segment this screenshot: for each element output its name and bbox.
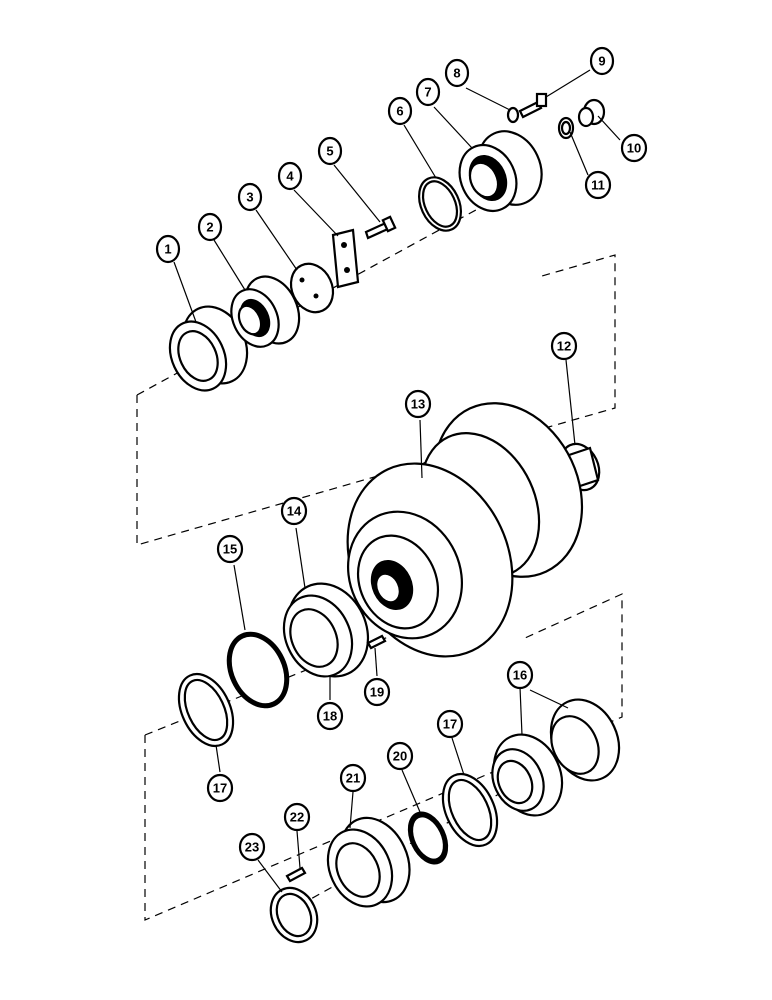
dowel-pin-lower xyxy=(285,866,307,883)
thrust-ring-right xyxy=(441,772,499,848)
svg-text:9: 9 xyxy=(598,54,605,69)
callout-4: 4 xyxy=(277,161,303,191)
callout-3: 3 xyxy=(237,182,263,212)
callout-6: 6 xyxy=(387,96,413,126)
callout-14: 14 xyxy=(280,496,308,526)
seal-group xyxy=(491,698,621,817)
callout-11: 11 xyxy=(584,170,612,200)
callout-21: 21 xyxy=(339,763,367,793)
end-collar xyxy=(458,130,543,212)
end-housing xyxy=(326,816,411,908)
thrust-washer xyxy=(269,886,319,944)
plug xyxy=(577,98,606,128)
callout-7: 7 xyxy=(415,77,441,107)
svg-text:23: 23 xyxy=(245,840,259,855)
callout-9: 9 xyxy=(589,46,615,76)
svg-text:3: 3 xyxy=(246,190,253,205)
callout-10: 10 xyxy=(620,133,648,163)
svg-text:7: 7 xyxy=(424,85,431,100)
svg-text:18: 18 xyxy=(323,709,337,724)
snap-ring xyxy=(226,631,290,709)
retaining-ring xyxy=(407,811,449,865)
assembly-boundary-lower xyxy=(144,593,623,921)
callout-8: 8 xyxy=(444,58,470,88)
svg-text:22: 22 xyxy=(290,810,304,825)
o-ring xyxy=(418,176,462,232)
callout-19: 19 xyxy=(363,677,391,707)
svg-text:4: 4 xyxy=(286,169,294,184)
cap-screw xyxy=(518,92,548,119)
assembly-boundary-upper xyxy=(136,254,616,546)
roller-body xyxy=(346,402,601,658)
svg-text:1: 1 xyxy=(164,242,171,257)
svg-text:14: 14 xyxy=(287,504,302,519)
thrust-ring-left xyxy=(177,672,235,748)
callout-12: 12 xyxy=(550,331,578,361)
callout-23: 23 xyxy=(238,832,266,862)
seal-ring xyxy=(557,116,575,140)
svg-text:11: 11 xyxy=(591,178,605,193)
svg-text:17: 17 xyxy=(443,717,457,732)
svg-text:12: 12 xyxy=(557,339,571,354)
callout-1: 1 xyxy=(155,234,181,264)
callout-5: 5 xyxy=(317,136,343,166)
callout-15: 15 xyxy=(216,534,244,564)
callout-13: 13 xyxy=(404,389,432,419)
callout-22: 22 xyxy=(283,802,311,832)
bolt xyxy=(364,215,397,240)
leader-lines xyxy=(173,69,621,893)
svg-text:17: 17 xyxy=(213,781,227,796)
svg-text:13: 13 xyxy=(411,397,425,412)
bushing xyxy=(282,582,370,678)
callout-18: 18 xyxy=(316,701,344,731)
callout-17a: 17 xyxy=(206,773,234,803)
retainer-plate xyxy=(289,262,335,314)
lock-washer xyxy=(506,106,520,124)
svg-text:21: 21 xyxy=(346,771,360,786)
svg-text:6: 6 xyxy=(396,104,403,119)
bearing-cone xyxy=(230,275,301,348)
svg-text:20: 20 xyxy=(393,749,407,764)
svg-text:8: 8 xyxy=(453,66,460,81)
svg-text:16: 16 xyxy=(513,668,527,683)
svg-text:5: 5 xyxy=(326,144,333,159)
svg-text:19: 19 xyxy=(370,685,384,700)
callout-16: 16 xyxy=(506,660,534,690)
svg-text:10: 10 xyxy=(627,141,641,156)
lock-plate xyxy=(331,228,360,289)
callout-20: 20 xyxy=(386,741,414,771)
callout-17b: 17 xyxy=(436,709,464,739)
svg-text:15: 15 xyxy=(223,542,237,557)
callout-2: 2 xyxy=(197,212,223,242)
dowel-pin-upper xyxy=(366,634,387,650)
bearing-cup xyxy=(168,305,249,392)
svg-text:2: 2 xyxy=(206,220,213,235)
